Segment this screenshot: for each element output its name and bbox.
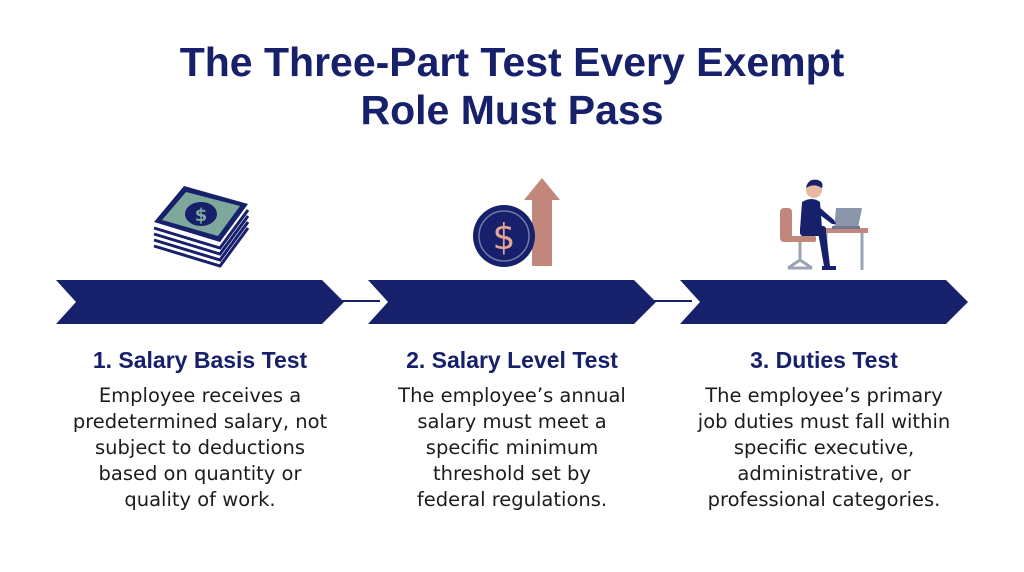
- title-line-1: The Three-Part Test Every Exempt: [179, 39, 845, 85]
- step-duties: 3. Duties Test The employee’s primary jo…: [674, 345, 974, 513]
- svg-text:$: $: [195, 205, 208, 226]
- worker-at-desk-icon: [780, 179, 868, 270]
- description-line: specific executive,: [733, 436, 915, 459]
- description-line: Employee receives a: [98, 384, 302, 407]
- description-line: administrative, or: [737, 462, 911, 485]
- title-line-2: Role Must Pass: [360, 87, 664, 133]
- page-title: The Three-Part Test Every Exempt Role Mu…: [0, 38, 1024, 134]
- step-description: The employee’s primary job duties must f…: [674, 383, 974, 513]
- money-stack-icon: $: [153, 186, 250, 268]
- description-line: The employee’s annual: [398, 384, 626, 407]
- step-heading: 2. Salary Level Test: [406, 347, 618, 373]
- description-line: specific minimum: [425, 436, 599, 459]
- description-line: professional categories.: [707, 488, 941, 511]
- description-line: job duties must fall within: [697, 410, 951, 433]
- description-line: quality of work.: [124, 488, 276, 511]
- description-line: The employee’s primary: [705, 384, 943, 407]
- description-line: based on quantity or: [98, 462, 302, 485]
- step-description: The employee’s annual salary must meet a…: [362, 383, 662, 513]
- timeline-segment-3: [680, 280, 968, 324]
- timeline-segment-2: [368, 280, 656, 324]
- description-line: subject to deductions: [95, 436, 305, 459]
- description-line: threshold set by: [433, 462, 591, 485]
- description-line: predetermined salary, not: [72, 410, 328, 433]
- timeline-connector: [648, 300, 692, 302]
- step-salary-level: 2. Salary Level Test The employee’s annu…: [362, 345, 662, 513]
- timeline-connector: [336, 300, 380, 302]
- step-heading: 1. Salary Basis Test: [92, 347, 308, 373]
- step-salary-basis: 1. Salary Basis Test Employee receives a…: [50, 345, 350, 513]
- description-line: salary must meet a: [417, 410, 607, 433]
- step-description: Employee receives a predetermined salary…: [50, 383, 350, 513]
- svg-text:$: $: [493, 217, 516, 258]
- timeline-segment-1: [56, 280, 344, 324]
- description-line: federal regulations.: [416, 488, 608, 511]
- step-heading: 3. Duties Test: [750, 347, 898, 373]
- salary-increase-icon: $: [473, 178, 560, 267]
